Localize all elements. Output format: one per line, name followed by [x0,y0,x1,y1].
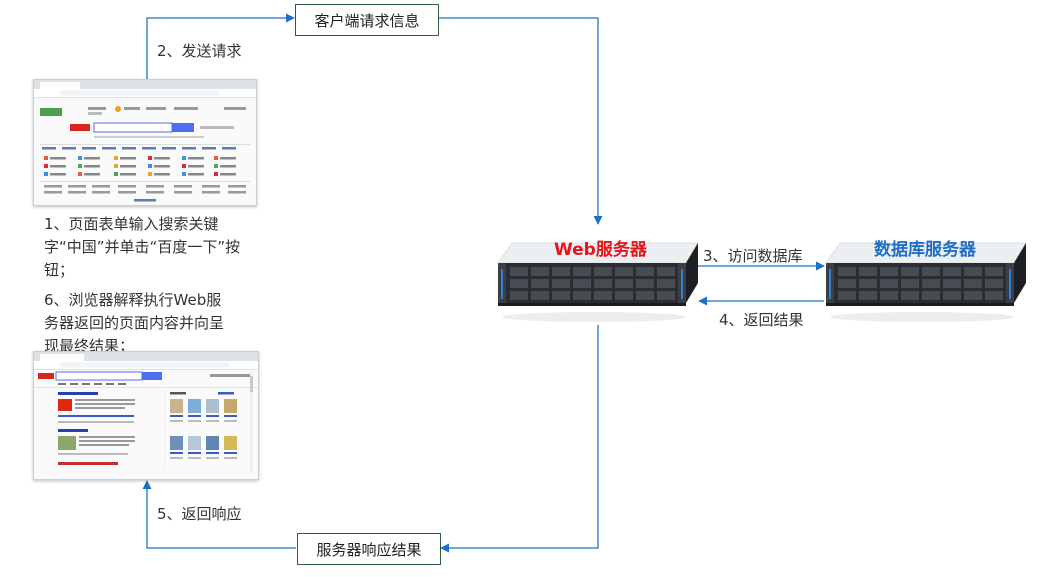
db-server-label: 数据库服务器 [874,240,976,260]
step5-label: 5、返回响应 [157,505,242,523]
web-server-label: Web服务器 [554,240,647,260]
step6-label: 6、浏览器解释执行Web服 务器返回的页面内容并向呈 现最终结果； [44,291,225,355]
search-page-thumbnail [34,80,256,202]
step1-label: 1、页面表单输入搜索关键 字“中国”并单击“百度一下”按 钮； [44,215,241,279]
step2-label: 2、发送请求 [157,42,242,60]
browser-screenshot-results-page [33,351,259,480]
client-request-box: 客户端请求信息 [295,4,439,36]
web-server: Web服务器 [497,225,699,325]
client-request-label: 客户端请求信息 [314,11,420,30]
arrow-web-to-response [440,325,599,553]
server-chassis-icon [825,242,1027,322]
results-page-thumbnail [34,352,258,472]
server-chassis-icon [497,242,699,322]
arrow-request-to-web [438,17,603,225]
step4-label: 4、返回结果 [719,311,804,329]
browser-screenshot-search-page [33,79,257,206]
server-response-box: 服务器响应结果 [297,533,441,565]
database-server: 数据库服务器 [825,225,1027,325]
server-response-label: 服务器响应结果 [316,540,422,559]
step3-label: 3、访问数据库 [703,247,803,265]
